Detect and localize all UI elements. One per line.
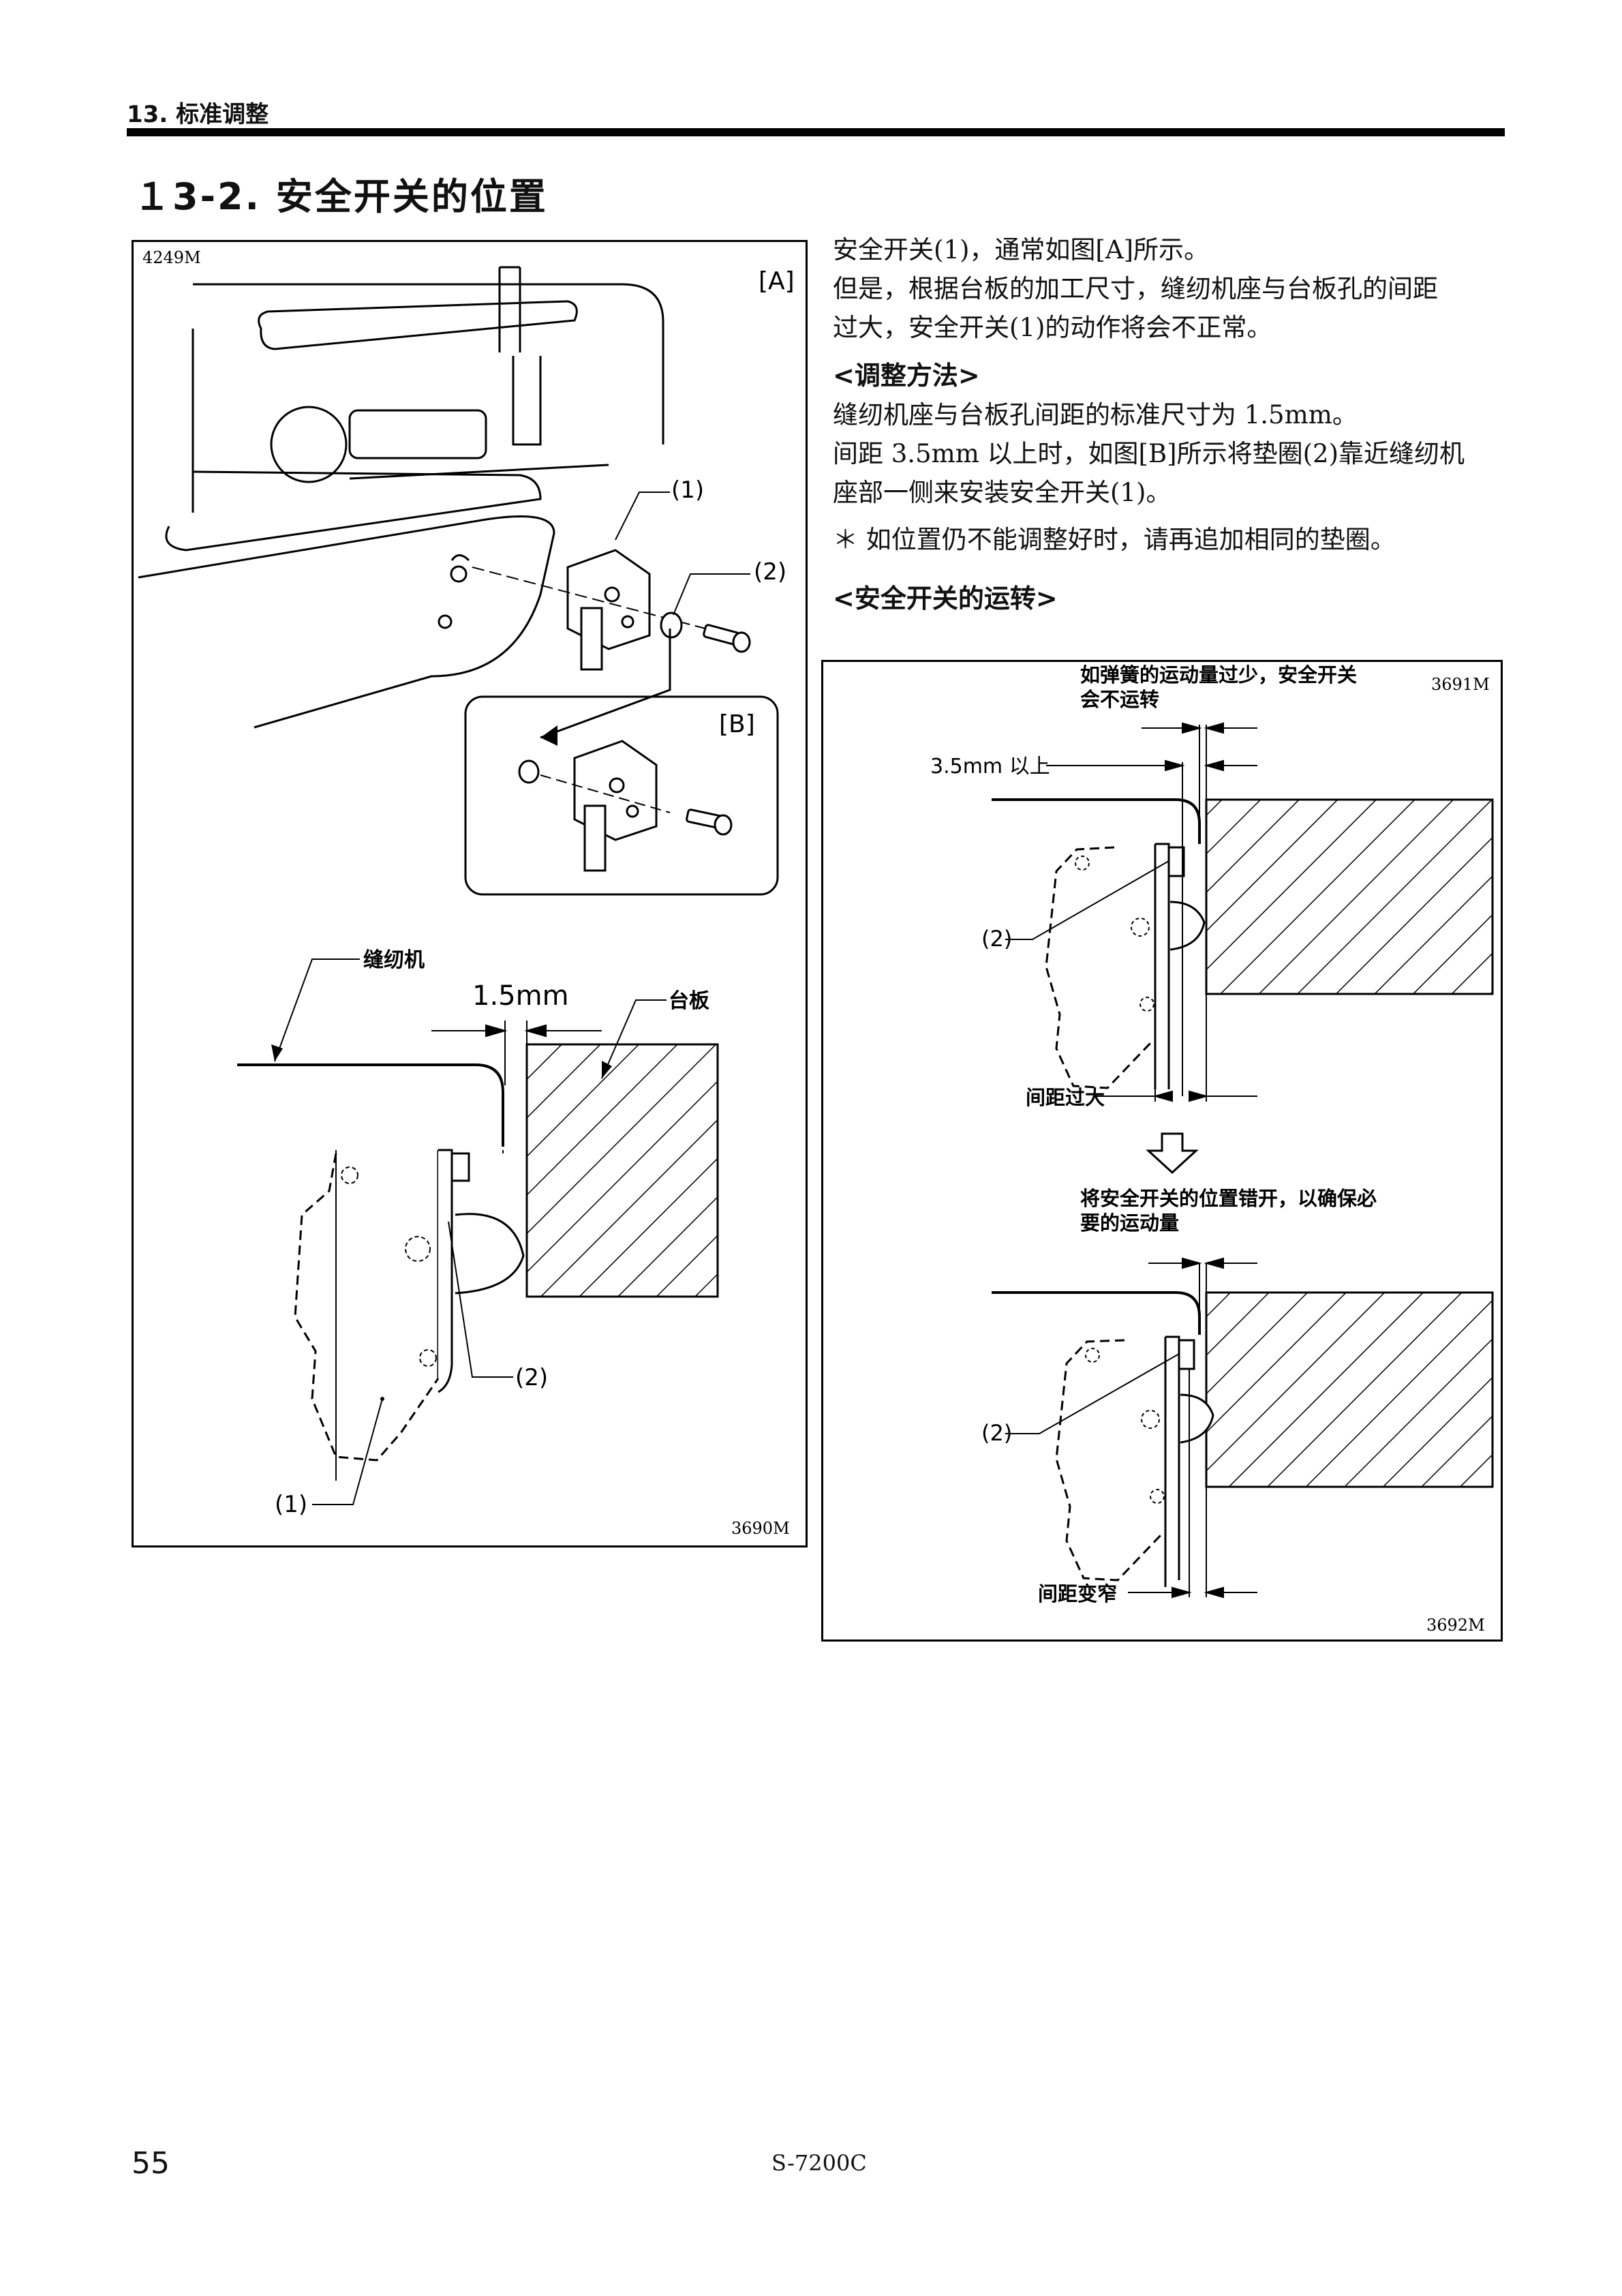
screw-a	[703, 624, 751, 653]
section-wide-gap	[992, 798, 1494, 1089]
dimension-1-5mm	[431, 1021, 602, 1085]
label-a: [A]	[759, 267, 795, 295]
operation-heading: <安全开关的运转>	[833, 584, 1058, 614]
figure-left: 4249M [A] (1) (2) [B]	[132, 240, 808, 1547]
section-narrow-gap	[992, 1291, 1494, 1587]
gap-small-label: 间距变窄	[1038, 1582, 1117, 1605]
callout-2a: (2)	[981, 926, 1012, 952]
adjust-line-3: 座部一侧来安装安全开关(1)。	[833, 478, 1172, 507]
callout-line-1	[615, 492, 670, 541]
callout-line-2	[673, 573, 750, 616]
intro-line-3: 过大，安全开关(1)的动作将会不正常。	[833, 313, 1272, 342]
figure-left-border	[132, 240, 808, 1547]
adjust-heading: <调整方法>	[833, 361, 980, 391]
page-header-title: 13. 标准调整	[127, 101, 269, 128]
gap-label-1-5mm: 1.5mm	[472, 980, 569, 1012]
label-b: [B]	[719, 710, 755, 738]
intro-line-1: 安全开关(1)，通常如图[A]所示。	[833, 235, 1210, 265]
figure-right-code-bottom: 3692M	[1426, 1616, 1485, 1635]
dimension-gap-large	[1094, 994, 1257, 1102]
inset-arrow-line	[540, 629, 671, 739]
adjust-line-2: 间距 3.5mm 以上时，如图[B]所示将垫圈(2)靠近缝纫机	[833, 439, 1465, 468]
adjust-line-1: 缝纫机座与台板孔间距的标准尺寸为 1.5mm。	[833, 400, 1358, 429]
note-top-line-1: 如弹簧的运动量过少，安全开关	[1080, 663, 1357, 686]
screw-b	[686, 809, 733, 836]
dimension-gap-bottom	[1128, 1257, 1257, 1599]
lower-callout-1: (1)	[275, 1491, 307, 1518]
machine-label: 缝纫机	[363, 948, 425, 972]
figure-right-border	[821, 660, 1503, 1642]
gap-large-label: 间距过大	[1026, 1086, 1105, 1109]
figure-right: 如弹簧的运动量过少，安全开关 会不运转 3691M 3.5mm 以上 (2)	[821, 660, 1503, 1642]
section-title: １3-2. 安全开关的位置	[134, 175, 548, 218]
figure-left-code-top: 4249M	[142, 248, 201, 267]
callout-2: (2)	[754, 558, 786, 586]
safety-switch-a	[566, 549, 651, 671]
cross-section-left	[237, 1043, 719, 1481]
safety-switch-b	[573, 740, 658, 872]
switch-outline-dashed	[294, 1153, 440, 1462]
note-top-line-2: 会不运转	[1080, 688, 1159, 711]
sewing-machine-drawing	[138, 266, 664, 729]
body-text: 安全开关(1)，通常如图[A]所示。 但是，根据台板的加工尺寸，缝纫机座与台板孔…	[833, 230, 1508, 618]
page-number: 55	[132, 2146, 170, 2181]
down-arrow-icon	[1146, 1132, 1199, 1175]
table-label: 台板	[669, 989, 709, 1013]
lower-callout-2: (2)	[515, 1364, 548, 1391]
intro-line-2: 但是，根据台板的加工尺寸，缝纫机座与台板孔的间距	[833, 274, 1438, 303]
figure-right-code: 3691M	[1431, 675, 1490, 694]
note-mid-line-1: 将安全开关的位置错开，以确保必	[1080, 1187, 1377, 1210]
note-mid-line-2: 要的运动量	[1080, 1211, 1179, 1235]
header-rule	[127, 128, 1505, 136]
washer-a	[660, 611, 683, 639]
gap-label-3-5mm: 3.5mm 以上	[930, 755, 1050, 779]
washer-b	[518, 759, 540, 784]
adjust-note: ＊ 如位置仍不能调整好时，请再追加相同的垫圈。	[833, 525, 1396, 554]
table-board-section	[525, 1043, 719, 1298]
callout-1: (1)	[671, 477, 704, 504]
model-name: S-7200C	[771, 2150, 867, 2176]
dimension-gap-top	[1046, 722, 1257, 1096]
callout-2b: (2)	[981, 1420, 1012, 1446]
figure-left-code-bottom: 3690M	[731, 1519, 790, 1538]
inset-arrow-head	[540, 725, 557, 746]
assembly-line-a	[472, 567, 732, 636]
machine-bed-section	[237, 1063, 504, 1147]
